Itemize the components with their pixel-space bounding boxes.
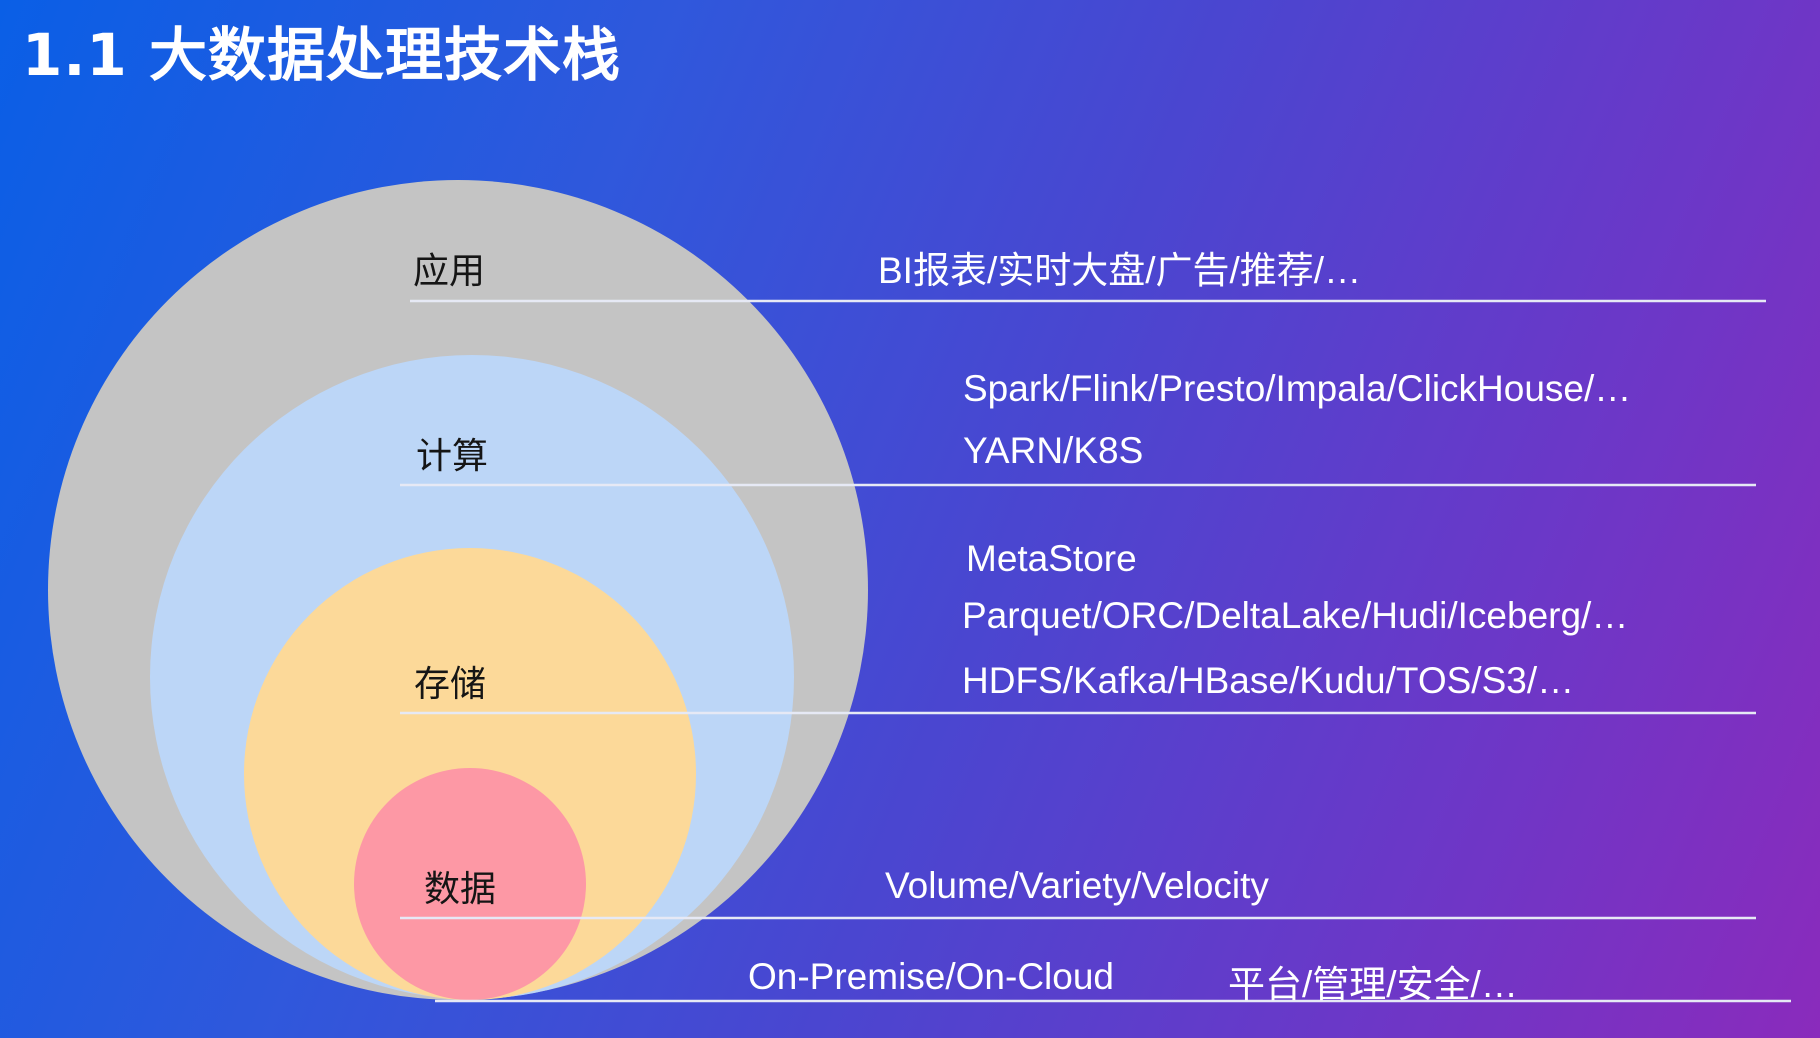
metastore: MetaStore [966,538,1137,579]
layer-label-compute: 计算 [416,436,489,477]
application-tools: BI报表/实时大盘/广告/推荐/… [878,250,1362,291]
layer-label-storage: 存储 [414,664,487,705]
storage-systems: HDFS/Kafka/HBase/Kudu/TOS/S3/… [962,660,1575,701]
resource-schedulers: YARN/K8S [963,430,1144,471]
layer-label-data: 数据 [424,869,497,910]
compute-engines: Spark/Flink/Presto/Impala/ClickHouse/… [963,368,1632,409]
layer-label-application: 应用 [413,251,486,292]
platform-management: 平台/管理/安全/… [1228,964,1518,1005]
storage-formats: Parquet/ORC/DeltaLake/Hudi/Iceberg/… [962,595,1629,636]
slide-title: 1.1 大数据处理技术栈 [22,21,621,89]
data-circle [354,768,586,1000]
deployment-options: On-Premise/On-Cloud [748,956,1115,997]
data-characteristics: Volume/Variety/Velocity [885,865,1269,906]
